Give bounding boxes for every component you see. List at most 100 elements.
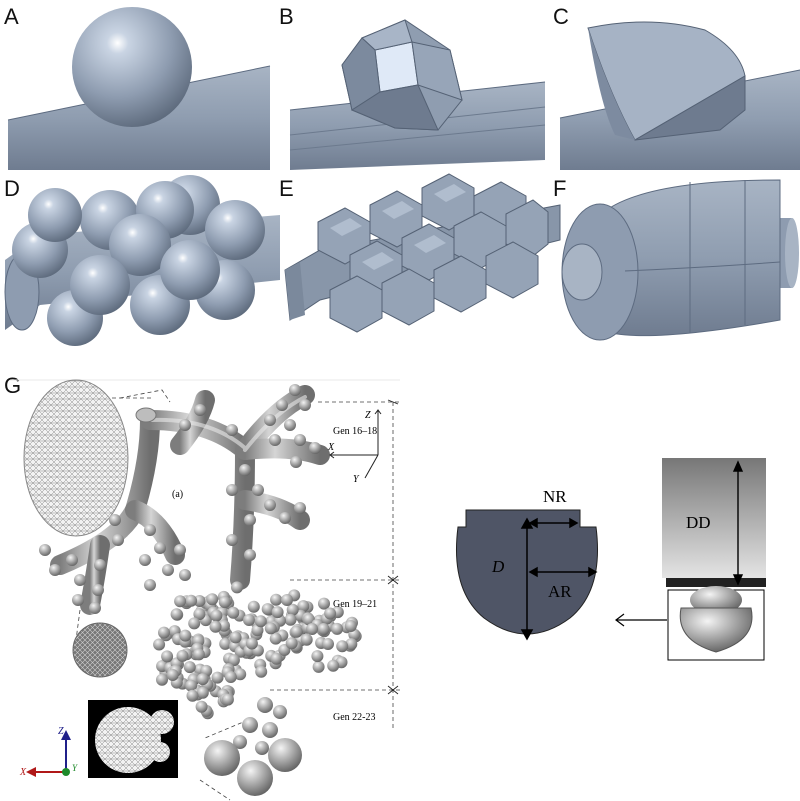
alveolus-sphere — [196, 686, 209, 699]
panel-e-polyhedron-cluster — [284, 173, 561, 333]
local-axes — [329, 409, 382, 479]
alveolus-sphere — [161, 650, 174, 663]
local-axis-z-label: Z — [365, 410, 371, 421]
panel-a-sphere-on-cylinder — [7, 7, 271, 170]
alveolus-sphere — [174, 595, 187, 608]
panel-g-airway-tree: Z X Y (a) Gen 16–18 Gen 19–21 Gen 22-23 … — [10, 379, 400, 801]
alveolus-sphere — [306, 623, 319, 635]
alveolus-sphere — [281, 594, 293, 606]
alveolus-sphere — [166, 669, 179, 681]
alveolus-sphere — [206, 593, 219, 606]
airway-inset-label: (a) — [172, 489, 183, 500]
alveolus-sphere — [196, 673, 209, 686]
alveolus-sphere — [254, 615, 267, 628]
alveolus-sphere — [218, 596, 231, 609]
global-axis-z-label: Z — [58, 726, 64, 737]
panel-b-polyhedron-on-cylinder — [289, 19, 546, 170]
alveolus-sphere — [312, 660, 325, 673]
global-axis-x-label: X — [19, 767, 27, 778]
alveolus-sphere — [261, 603, 274, 616]
alveolus-sphere — [210, 609, 223, 622]
alveolus-sphere — [264, 622, 277, 635]
alveolus-sphere — [153, 638, 166, 651]
alveolus-sphere — [300, 633, 313, 646]
alveolus-sphere — [185, 594, 198, 607]
terminal-alveoli — [204, 697, 302, 796]
alveolus-sphere — [156, 673, 168, 686]
alveolus-sphere — [255, 665, 268, 678]
alveolus-sphere — [188, 617, 201, 630]
truncated-octahedron-node — [341, 19, 463, 131]
alveolus-sphere — [311, 650, 324, 663]
alveolus-sphere — [231, 581, 243, 594]
local-axis-y-label: Y — [353, 474, 360, 485]
alveolus-sphere — [227, 654, 240, 667]
alveolus-sphere — [245, 637, 258, 650]
alveolus-sphere — [186, 689, 199, 702]
pointer-arrow — [615, 613, 667, 627]
sphere-node — [72, 7, 192, 127]
alveolar-cluster-gen-19-21 — [153, 581, 362, 720]
generation-label-16-18: Gen 16–18 — [333, 426, 377, 437]
alveolus-sphere — [179, 629, 192, 642]
global-axes — [26, 730, 71, 777]
alveolus-sphere — [193, 608, 206, 621]
alveolus-sphere — [331, 622, 344, 635]
alveolus-sphere — [251, 624, 264, 637]
alveolus-sphere — [345, 638, 358, 651]
alveolus-sphere — [192, 648, 205, 661]
alveolus-sphere — [297, 600, 310, 613]
local-axis-x-label: X — [327, 442, 335, 453]
alveolus-sphere — [183, 661, 196, 674]
mesh-zoom-inset — [72, 622, 128, 678]
label-d: D — [491, 557, 505, 576]
alveolus-sphere — [247, 600, 260, 613]
alveolus-sphere — [229, 631, 242, 644]
alveolus-sphere — [185, 679, 198, 692]
alveolus-sphere — [219, 637, 232, 650]
alveolus-sphere — [243, 614, 255, 626]
mesh-cross-section — [23, 379, 129, 537]
alveolus-sphere — [224, 671, 237, 683]
duct-column — [662, 458, 766, 661]
label-ar: AR — [548, 582, 572, 601]
panel-label-b: B — [279, 4, 294, 29]
alveolus-sphere — [270, 593, 283, 606]
alveolus-sphere — [193, 595, 206, 607]
panel-label-a: A — [4, 4, 19, 29]
alveolus-sphere — [344, 620, 357, 632]
panel-d-sphere-cluster — [4, 175, 280, 346]
generation-label-22-23: Gen 22-23 — [333, 712, 376, 723]
label-nr: NR — [543, 487, 567, 506]
alveolus-sphere — [327, 659, 340, 672]
alveolus-sphere — [318, 597, 330, 610]
alveolus-sphere — [270, 652, 283, 665]
alveolus-sphere — [284, 613, 297, 626]
alveolus-sphere — [195, 700, 208, 713]
alveolus-sphere — [227, 606, 240, 619]
alveolus-sphere — [211, 671, 224, 684]
alveolus-sphere — [158, 626, 170, 639]
alveolus-sphere — [322, 638, 334, 650]
alveolus-sphere — [176, 649, 189, 662]
alveolus-sphere — [234, 668, 247, 681]
alveolus-sphere — [271, 606, 284, 619]
panel-f-cylinder-shell — [561, 179, 799, 341]
panel-label-d: D — [4, 176, 20, 201]
panel-label-f: F — [553, 176, 567, 201]
alveolus-sphere — [286, 603, 299, 616]
alveolus-sphere — [317, 623, 330, 635]
alveolus-sphere — [221, 693, 234, 706]
global-axis-y-label: Y — [72, 763, 78, 773]
alveolus-sphere — [170, 608, 183, 621]
alveolus-sphere — [324, 607, 337, 620]
alveolus-sphere — [285, 637, 298, 650]
generation-label-19-21: Gen 19–21 — [333, 599, 377, 610]
panel-label-e: E — [279, 176, 294, 201]
alveolus-sphere — [290, 625, 303, 638]
panel-label-c: C — [553, 4, 569, 29]
alveolus-sphere — [336, 640, 349, 653]
alveolus-cross-section — [455, 509, 599, 641]
alveolus-sphere — [269, 632, 282, 645]
